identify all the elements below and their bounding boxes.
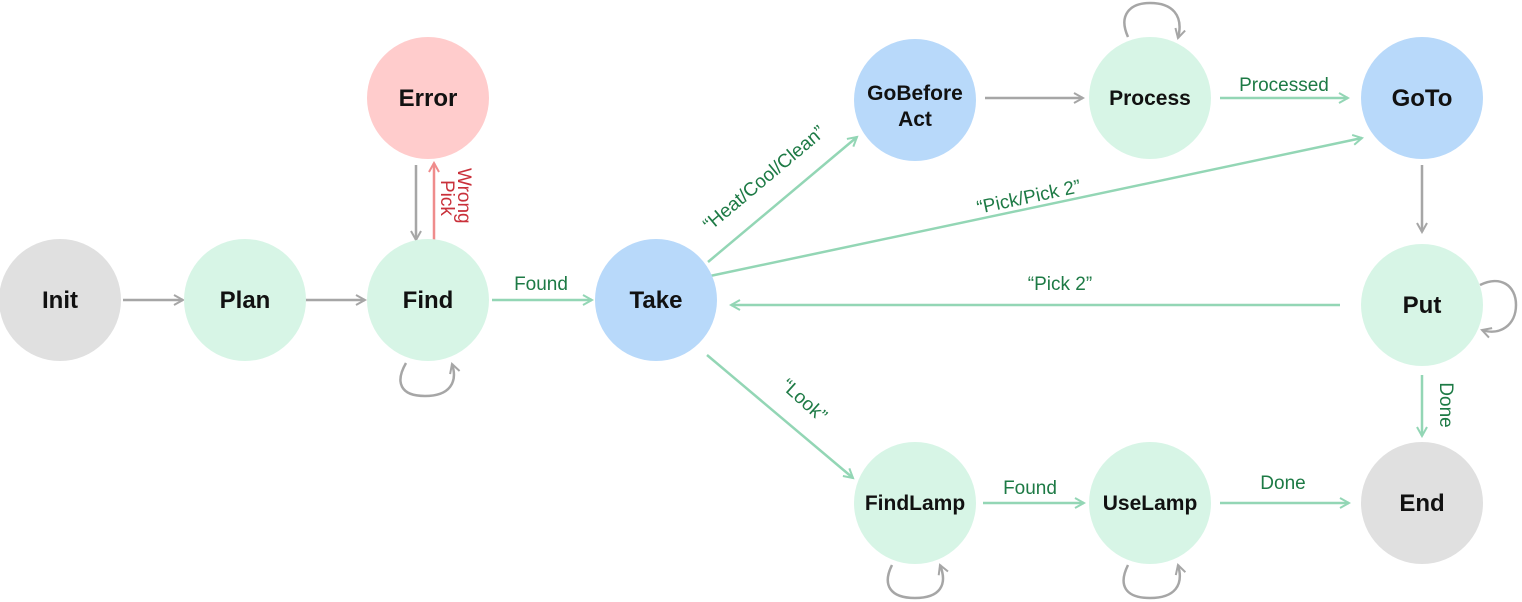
label-put-end: Done [1435, 382, 1456, 427]
label-process-goto: Processed [1239, 75, 1329, 96]
node-plan: Plan [184, 239, 306, 361]
svg-text:Take: Take [630, 287, 683, 314]
node-process: Process [1089, 37, 1211, 159]
node-uselamp: UseLamp [1089, 442, 1211, 564]
svg-text:Plan: Plan [220, 287, 271, 314]
svg-text:Act: Act [898, 108, 932, 131]
label-wrong: Wrong [453, 168, 474, 224]
label-take-gobefore: “Heat/Cool/Clean” [699, 122, 829, 236]
svg-text:Find: Find [403, 287, 454, 314]
node-find: Find [367, 239, 489, 361]
edge-take-gobefore [707, 137, 857, 263]
node-error: Error [367, 37, 489, 159]
label-pick: Pick [436, 180, 457, 216]
label-put-take: “Pick 2” [1028, 274, 1092, 295]
edge-take-findlamp [706, 354, 853, 478]
svg-text:GoBefore: GoBefore [867, 82, 963, 105]
node-end: End [1361, 442, 1483, 564]
node-take: Take [595, 239, 717, 361]
svg-text:Error: Error [399, 85, 458, 112]
node-goto: GoTo [1361, 37, 1483, 159]
node-put: Put [1361, 244, 1483, 366]
self-loop-uselamp [1122, 565, 1180, 600]
edge-take-goto [709, 138, 1362, 278]
svg-text:GoTo: GoTo [1392, 85, 1453, 112]
self-loop-put [1479, 279, 1518, 332]
node-gobefore-act: GoBefore Act [854, 39, 976, 161]
svg-text:End: End [1399, 490, 1444, 517]
svg-text:Process: Process [1109, 87, 1191, 110]
label-find-take: Found [514, 274, 568, 295]
label-uselamp-end: Done [1260, 473, 1305, 494]
svg-text:UseLamp: UseLamp [1103, 492, 1198, 515]
self-loop-process [1123, 1, 1179, 38]
self-loop-find [399, 363, 453, 398]
label-take-goto: “Pick/Pick 2” [975, 176, 1083, 218]
label-findlamp-uselamp: Found [1003, 478, 1057, 499]
self-loop-findlamp [886, 565, 943, 600]
svg-text:Put: Put [1403, 292, 1442, 319]
node-init: Init [0, 239, 121, 361]
node-findlamp: FindLamp [854, 442, 976, 564]
svg-text:Init: Init [42, 287, 78, 314]
svg-text:FindLamp: FindLamp [865, 492, 965, 515]
